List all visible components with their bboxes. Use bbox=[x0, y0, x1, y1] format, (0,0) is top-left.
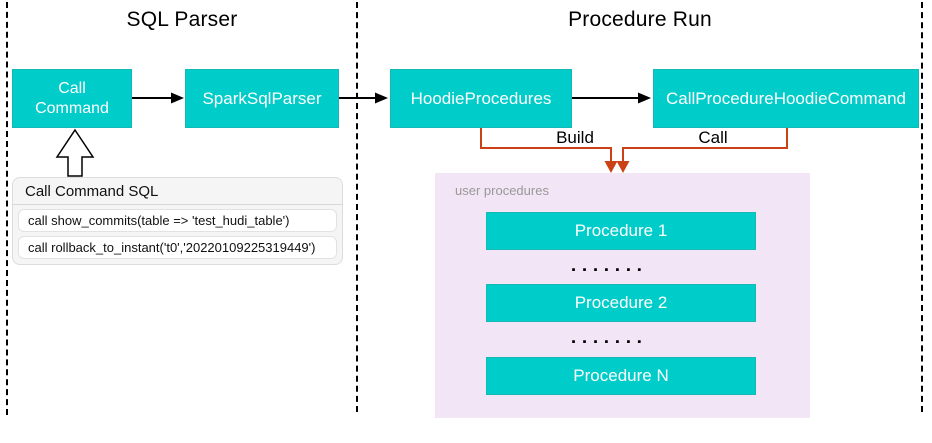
procedure-2-box: Procedure 2 bbox=[486, 284, 756, 322]
call-command-sql-panel: Call Command SQL call show_commits(table… bbox=[12, 177, 343, 265]
sql-to-callcommand-up-arrow bbox=[55, 128, 95, 177]
left-dashed-border bbox=[6, 2, 8, 415]
procedure-run-section-title: Procedure Run bbox=[568, 8, 712, 31]
ellipsis-dots: ▪ ▪ ▪ ▪ ▪ ▪ ▪ bbox=[571, 336, 644, 348]
sql-statement: call show_commits(table => 'test_hudi_ta… bbox=[18, 209, 337, 232]
user-procedures-label: user procedures bbox=[455, 183, 549, 198]
sql-statement: call rollback_to_instant('t0','202201092… bbox=[18, 236, 337, 259]
procedure-n-box: Procedure N bbox=[486, 357, 756, 395]
node-call-procedure-hoodie-command: CallProcedureHoodieCommand bbox=[653, 69, 919, 128]
arrow-sparksqlparser-to-hoodieprocedures bbox=[339, 92, 388, 104]
right-dashed-border bbox=[921, 2, 923, 412]
ellipsis-dots: ▪ ▪ ▪ ▪ ▪ ▪ ▪ bbox=[571, 264, 644, 276]
call-edge-label: Call bbox=[698, 128, 728, 147]
section-dashed-divider bbox=[356, 2, 358, 412]
arrow-callcommand-to-sparksqlparser bbox=[132, 92, 184, 104]
node-spark-sql-parser: SparkSqlParser bbox=[185, 69, 339, 128]
user-procedures-panel: user procedures Procedure 1 ▪ ▪ ▪ ▪ ▪ ▪ … bbox=[435, 173, 810, 418]
node-call-command: Call Command bbox=[12, 69, 132, 128]
procedure-1-box: Procedure 1 bbox=[486, 212, 756, 250]
sql-panel-title: Call Command SQL bbox=[13, 178, 342, 205]
node-hoodie-procedures: HoodieProcedures bbox=[390, 69, 572, 128]
build-edge-label: Build bbox=[556, 128, 594, 147]
arrow-hoodieprocedures-to-callprocedurehoodiecommand bbox=[572, 92, 651, 104]
sql-parser-section-title: SQL Parser bbox=[126, 8, 238, 31]
